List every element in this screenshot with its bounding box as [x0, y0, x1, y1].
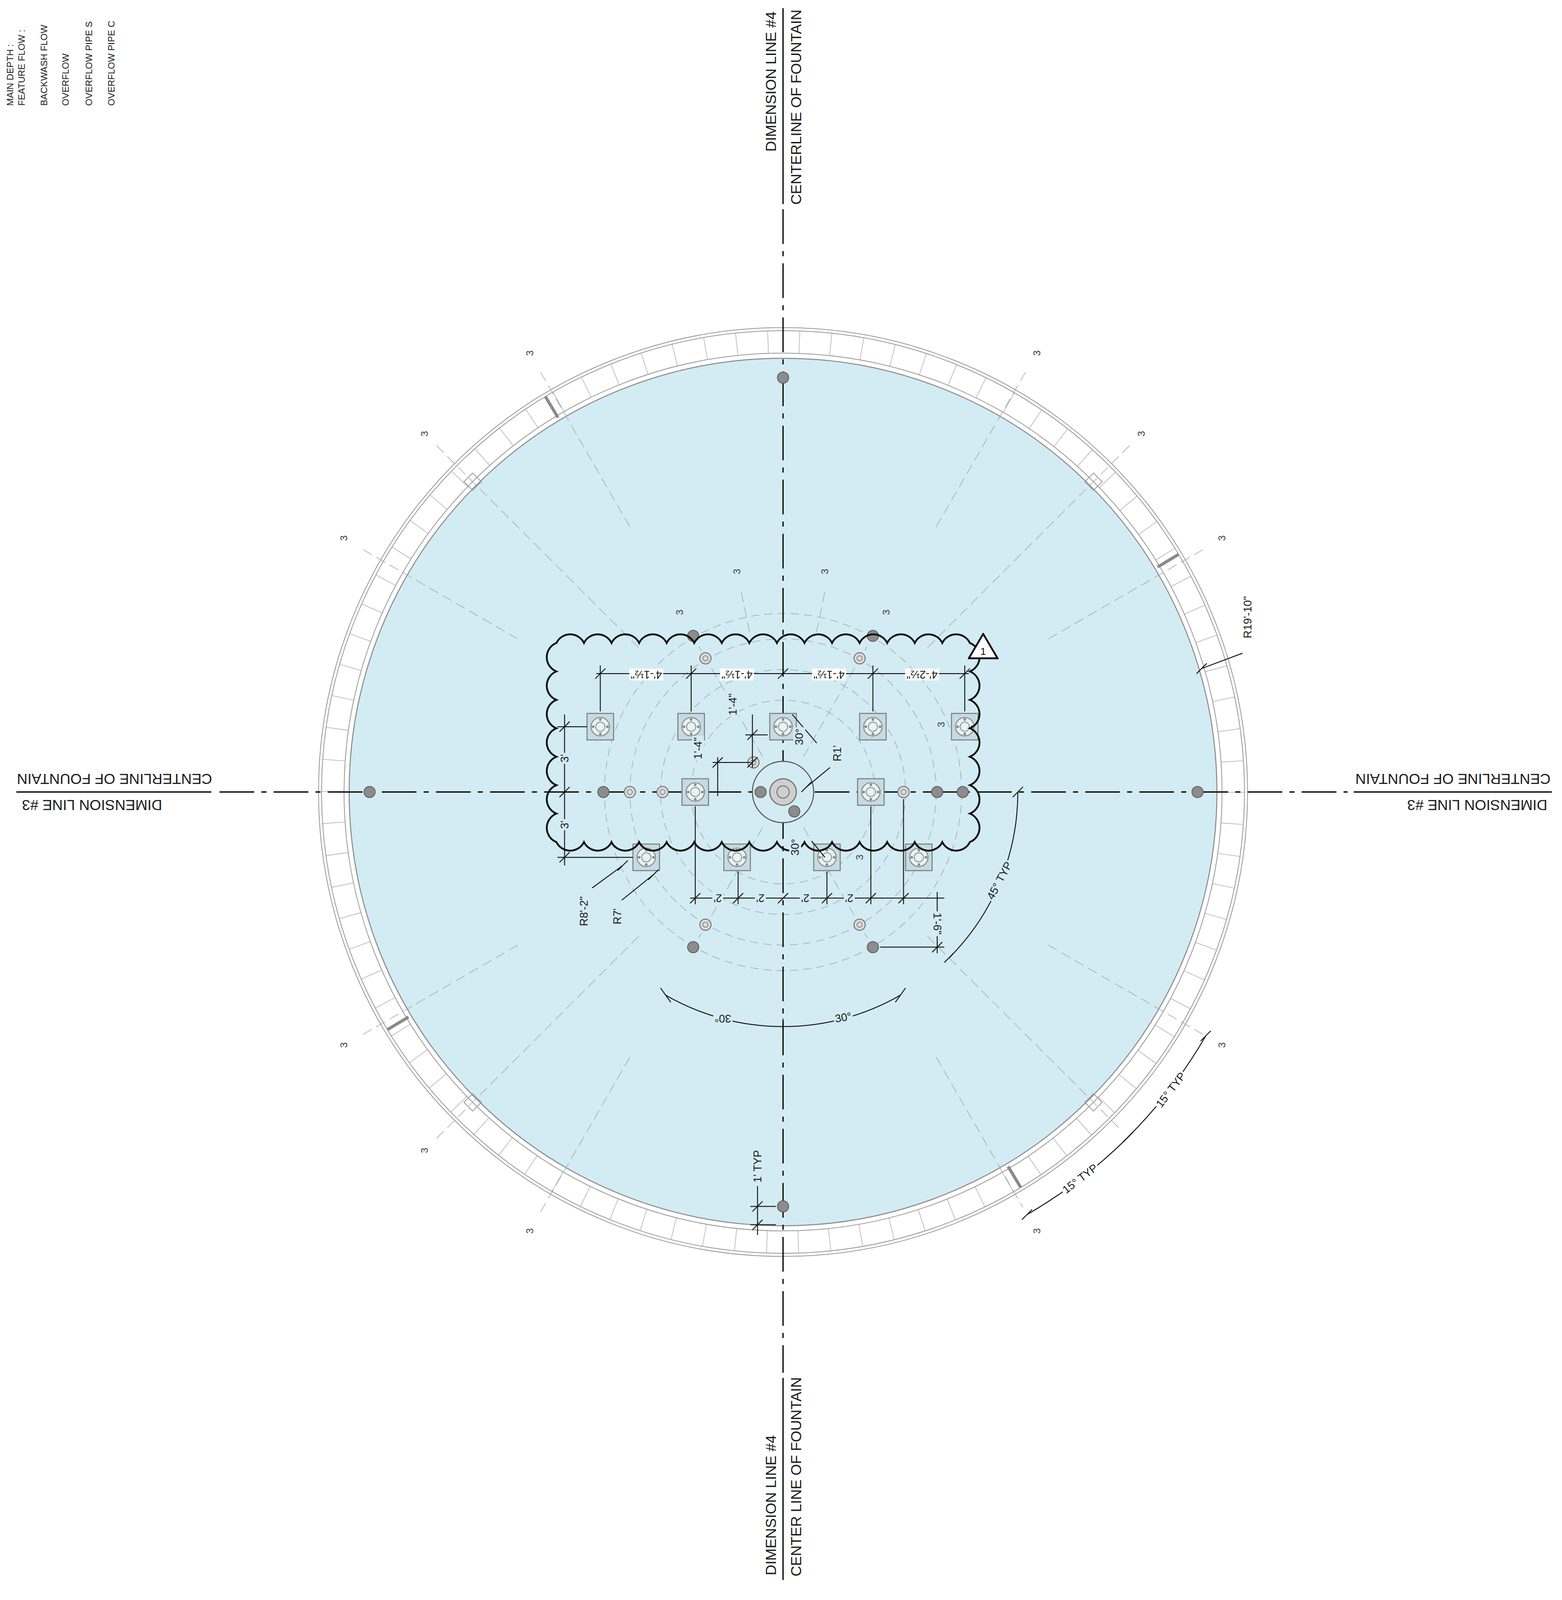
section-callout: 3 [338, 533, 350, 542]
centerline-label: CENTERLINE OF FOUNTAIN [15, 771, 214, 787]
dimension-label: R19'-10" [1241, 595, 1254, 640]
centerline-label: CENTERLINE OF FOUNTAIN [788, 8, 804, 207]
revision-triangle: 1 [967, 633, 999, 660]
section-callout: 3 [524, 349, 536, 358]
dimension-label: 1'-4" [692, 736, 705, 761]
section-callout: 3 [1031, 1227, 1043, 1236]
section-callout: 3 [731, 567, 743, 576]
dimension-label: 1'-4" [726, 692, 739, 717]
legend-note: BACKWASH FLOW [38, 23, 50, 108]
section-callout: 3 [854, 853, 866, 862]
dimension-label: 15° TYP [1059, 1161, 1101, 1198]
dimension-label: R7' [611, 907, 624, 927]
dimension-label: 4'-1½" [629, 668, 664, 681]
dimension-label: 2' [754, 892, 766, 905]
dimension-label: R1' [831, 743, 844, 763]
section-callout: 3 [819, 567, 831, 576]
legend-note: OVERFLOW PIPE S [83, 20, 94, 108]
section-callout: 3 [419, 1146, 431, 1155]
legend-note: FEATURE FLOW : [16, 28, 27, 108]
dimension-label: 1' TYP [751, 1149, 764, 1185]
centerline-label: CENTERLINE OF FOUNTAIN [1353, 771, 1552, 787]
dimension-label: 30° [793, 727, 806, 747]
dimension-label: 3' [558, 819, 571, 831]
centerline-label: DIMENSION LINE #3 [1405, 797, 1549, 814]
dimension-label: 2' [843, 892, 855, 905]
centerline-label: DIMENSION LINE #4 [763, 10, 779, 153]
legend-note: OVERFLOW PIPE C [106, 19, 117, 108]
legend-note: OVERFLOW [60, 52, 71, 108]
dimension-label: 4'-1½" [812, 668, 847, 681]
dimension-label: 4'-1½" [720, 668, 754, 681]
section-callout: 3 [1136, 429, 1147, 438]
section-callout: 3 [1216, 533, 1228, 542]
section-callout: 3 [338, 1041, 350, 1050]
legend-note: MAIN DEPTH : [5, 43, 16, 108]
dimension-label: 3' [558, 753, 571, 765]
section-callout: 3 [880, 608, 892, 617]
section-callout: 3 [1216, 1041, 1228, 1050]
section-callout: 3 [1031, 349, 1043, 358]
revision-cloud [546, 634, 980, 851]
section-callout: 3 [524, 1227, 536, 1236]
revision-number: 1 [967, 633, 999, 657]
centerline-label: CENTER LINE OF FOUNTAIN [788, 1376, 804, 1579]
centerlines [16, 8, 1552, 1581]
dimension-label: 30° [713, 1012, 733, 1025]
section-callout: 3 [935, 720, 947, 729]
centerline-label: DIMENSION LINE #4 [763, 1434, 779, 1578]
central-feature [748, 757, 814, 824]
dimension-label: 30° [789, 837, 802, 858]
jet-dots [364, 371, 1204, 1213]
dimension-lines [557, 653, 1243, 1235]
centerline-label: DIMENSION LINE #3 [20, 797, 164, 814]
dimension-label: 15° TYP [1152, 1069, 1190, 1112]
dimension-label: 2' [800, 892, 812, 905]
section-callout: 3 [674, 608, 686, 617]
section-callout: 3 [419, 429, 431, 438]
dimension-label: 2' [712, 892, 724, 905]
dimension-label: 4'-2½" [905, 668, 940, 681]
dimension-label: R8'-2" [578, 895, 590, 929]
dimension-label: 1'-6" [931, 911, 944, 937]
